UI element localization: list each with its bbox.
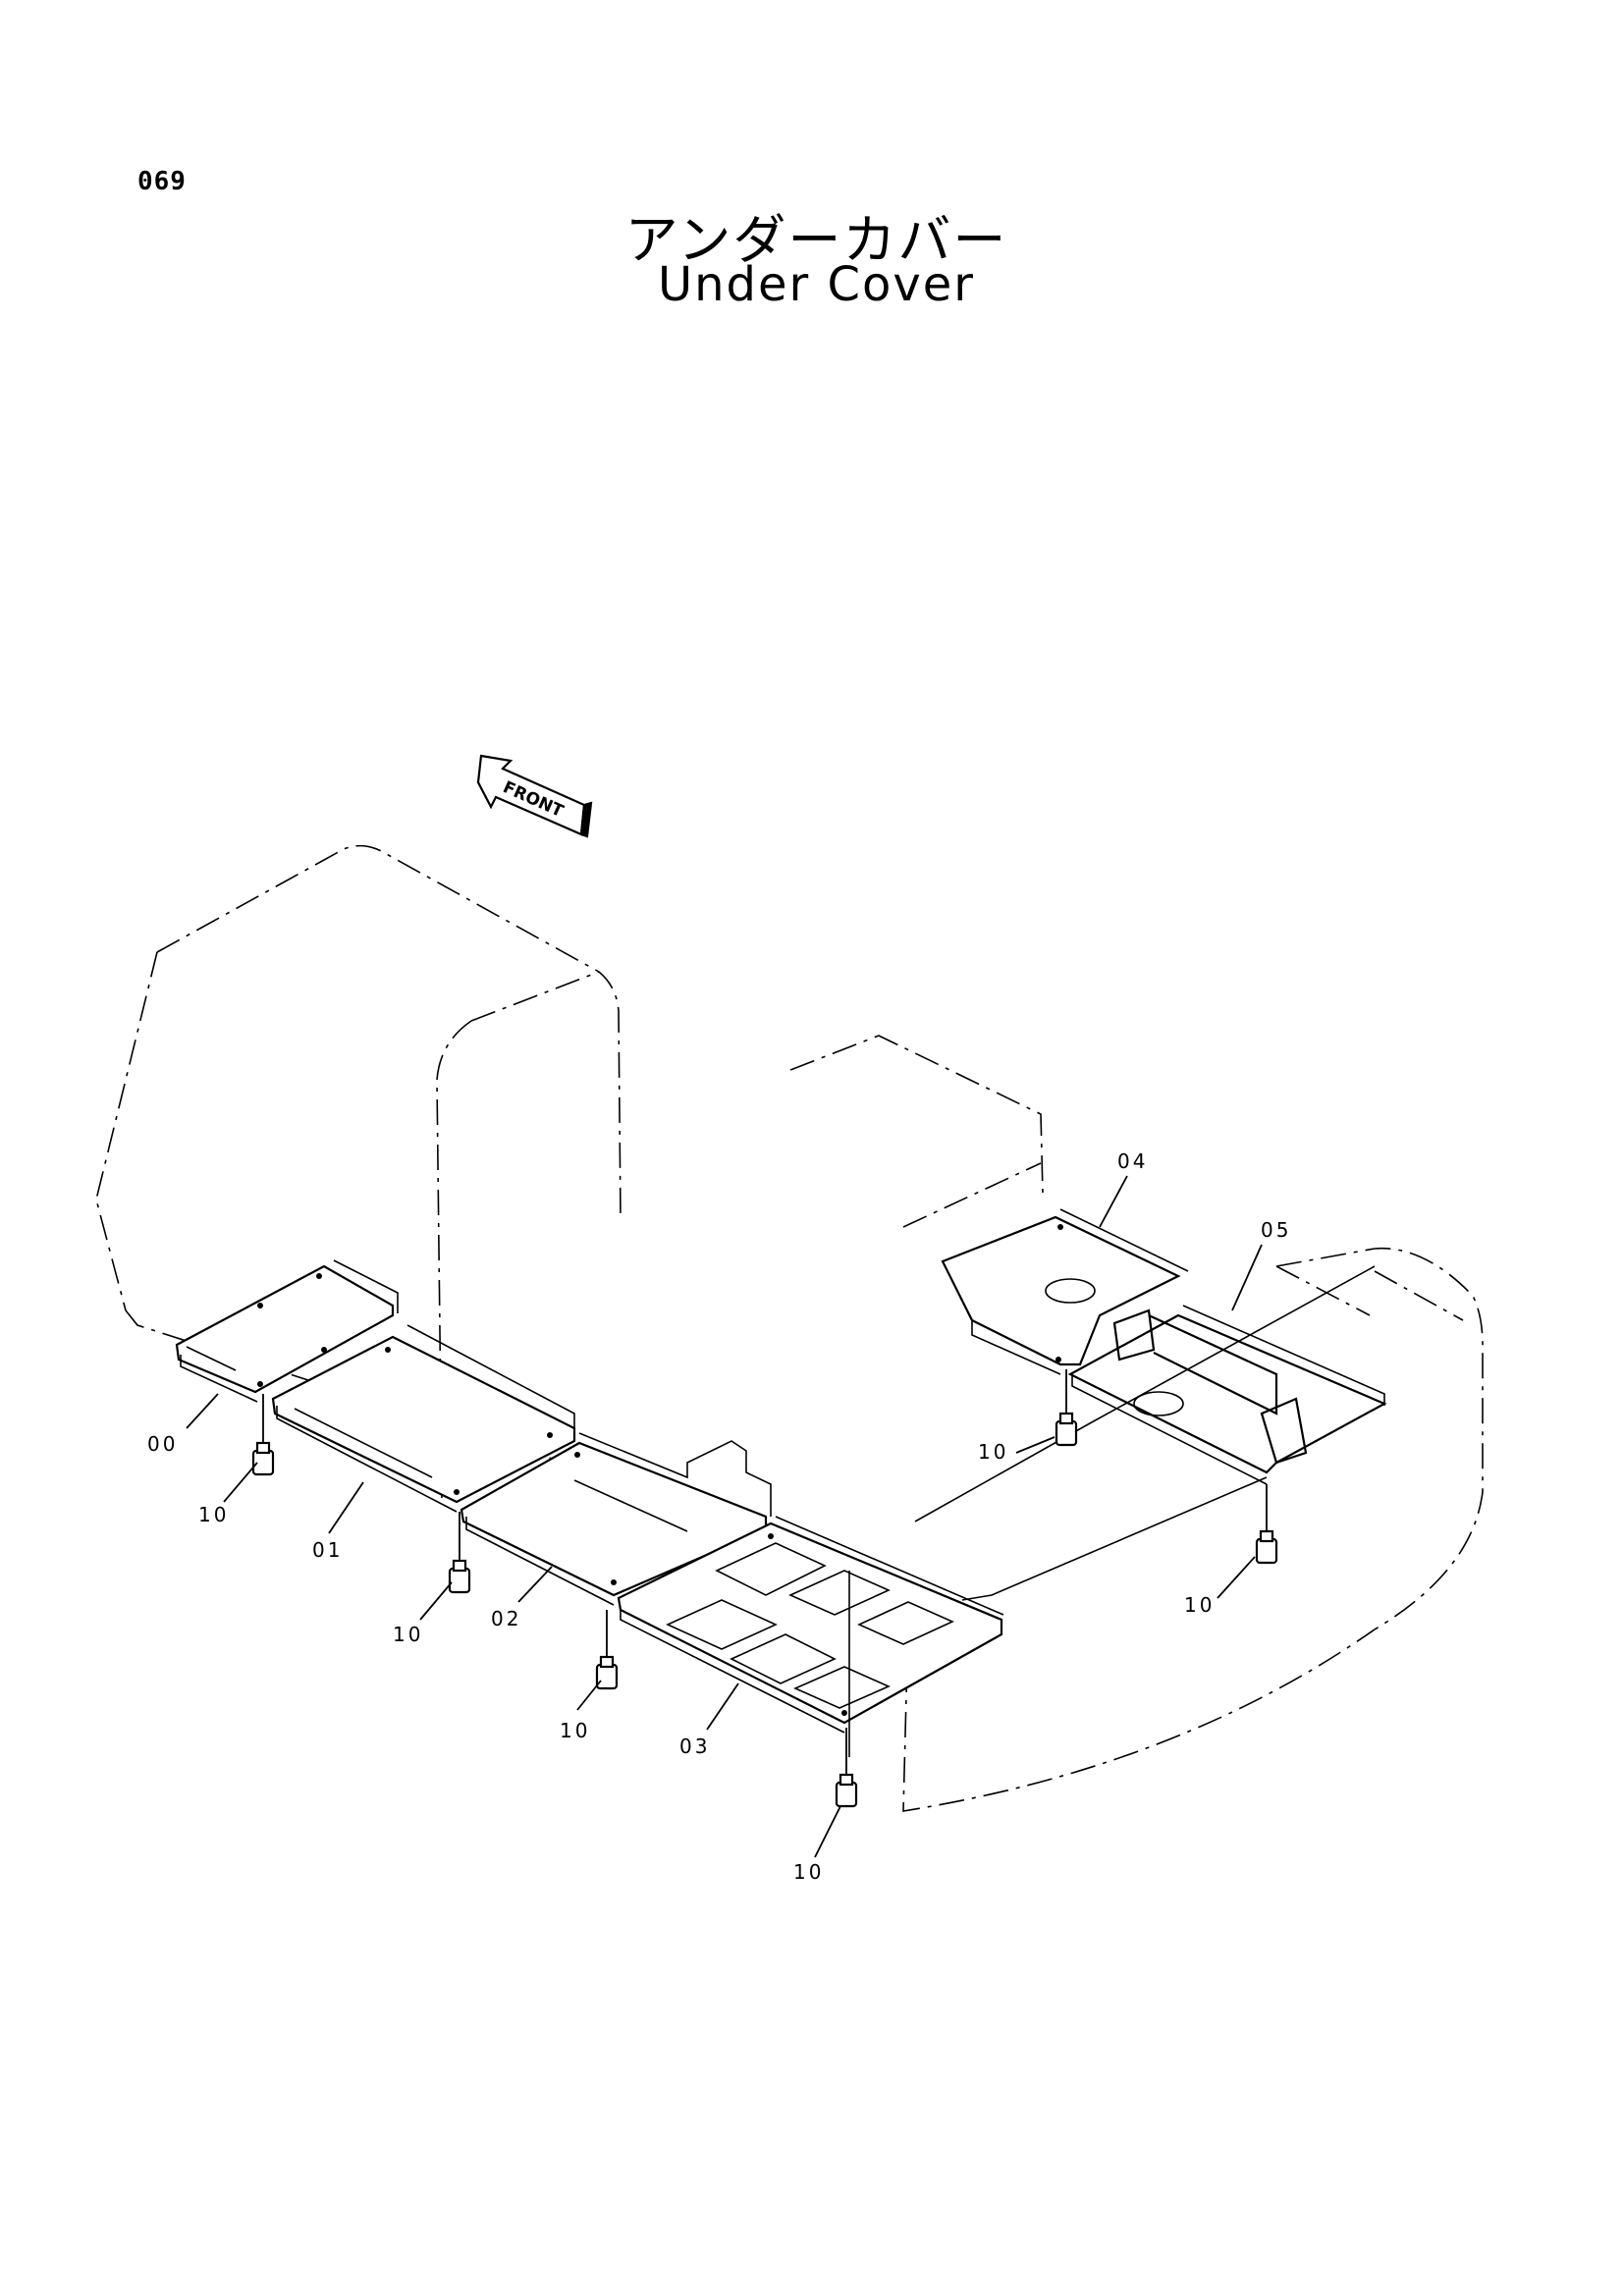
bolt-icon (595, 1610, 619, 1690)
title-japanese: アンダーカバー (624, 209, 1008, 271)
reference-lines (848, 1265, 1376, 1757)
bolts (251, 1369, 1278, 1808)
front-arrow-icon: FRONT (476, 754, 593, 838)
callout-10: 10 (1184, 1593, 1215, 1617)
bolt-icon (448, 1512, 471, 1594)
callout-10: 10 (793, 1860, 824, 1884)
callout-02: 02 (491, 1607, 521, 1630)
callouts: 00 01 02 03 04 05 10 10 10 10 10 10 (147, 1149, 1291, 1884)
callout-10: 10 (560, 1719, 590, 1742)
bolt-icon (251, 1394, 275, 1476)
plate-00 (175, 1259, 399, 1403)
page-number: 069 (137, 167, 187, 196)
bolt-icon (835, 1728, 858, 1808)
callout-05: 05 (1261, 1218, 1291, 1242)
bolt-icon (1255, 1484, 1278, 1565)
plate-05 (1067, 1305, 1387, 1485)
callout-10: 10 (198, 1503, 229, 1526)
callout-04: 04 (1117, 1149, 1148, 1173)
plate-03 (617, 1516, 1004, 1734)
callout-10: 10 (978, 1440, 1008, 1464)
plate-01 (271, 1324, 576, 1513)
callout-03: 03 (679, 1735, 710, 1758)
front-label: FRONT (500, 777, 567, 822)
plate-04 (941, 1208, 1189, 1375)
title-english: Under Cover (657, 257, 976, 312)
callout-10: 10 (393, 1623, 423, 1646)
callout-leaders (186, 1175, 1263, 1858)
callout-01: 01 (312, 1538, 343, 1562)
callout-00: 00 (147, 1432, 178, 1456)
bolt-icon (1055, 1369, 1078, 1447)
body-outline (789, 1035, 1484, 1812)
